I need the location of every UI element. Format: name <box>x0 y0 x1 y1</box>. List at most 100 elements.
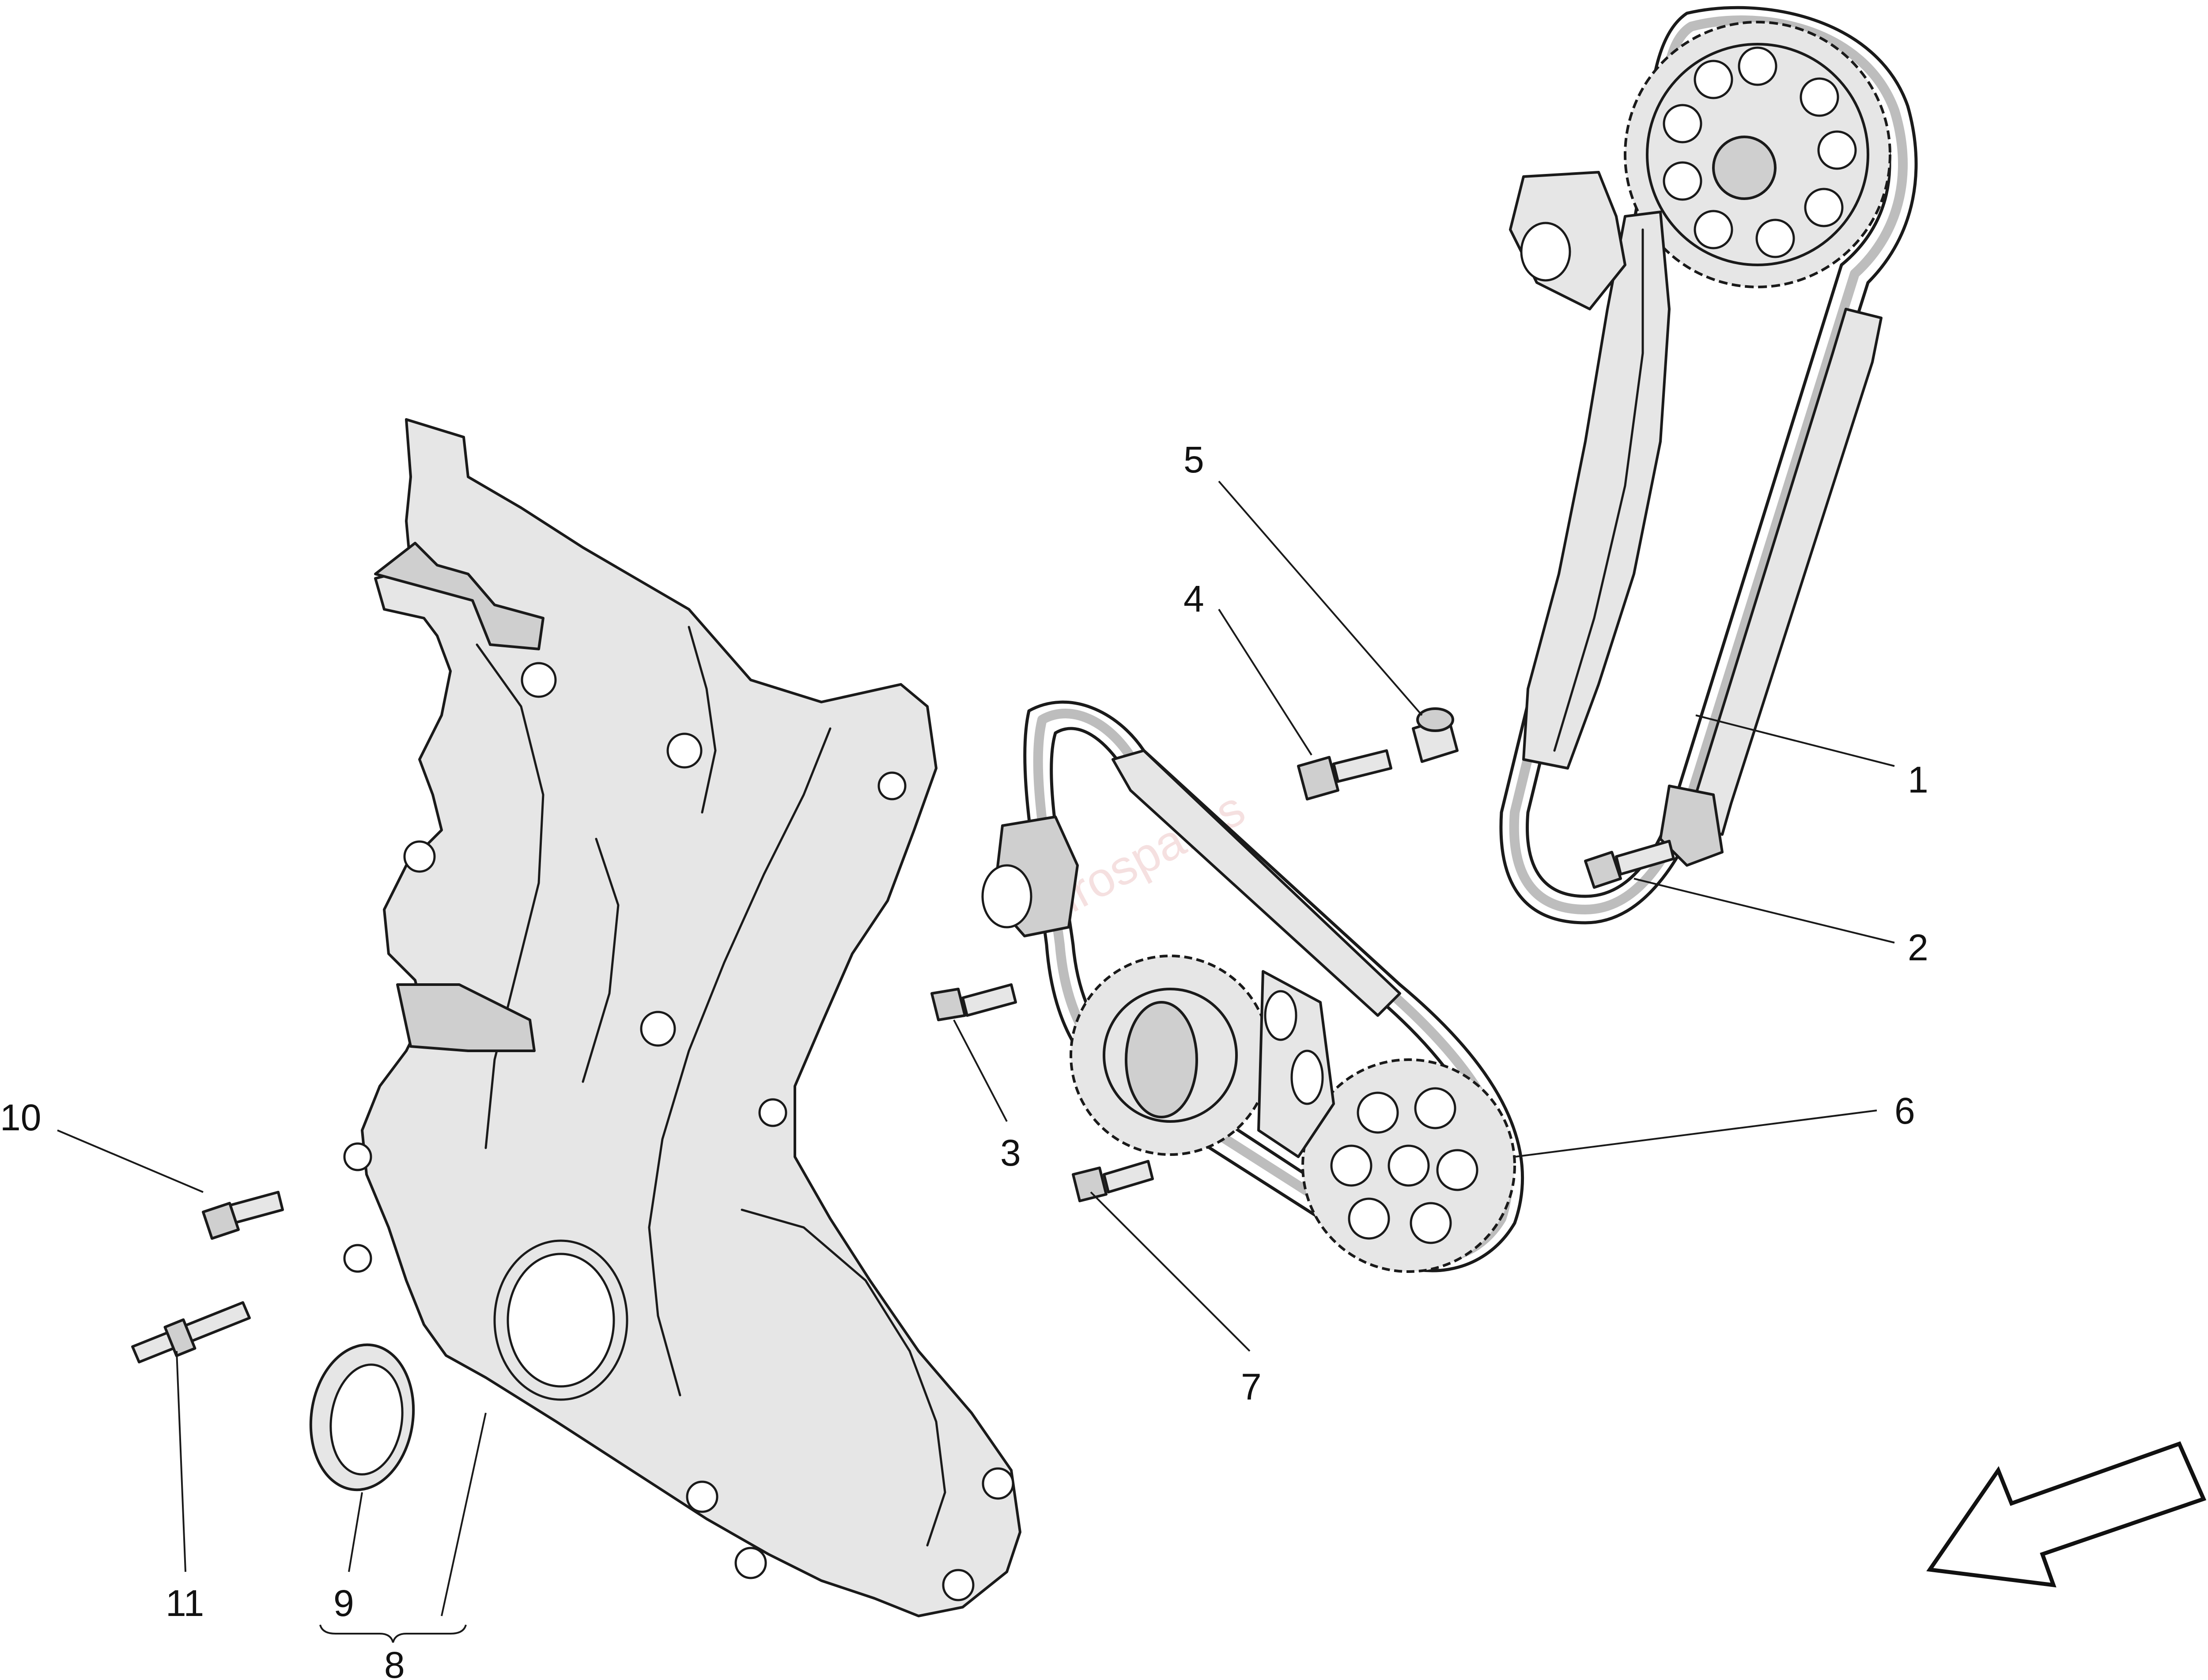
guide-bolt-head <box>1072 1167 1108 1202</box>
cam-sprocket-hole-6 <box>1694 210 1733 249</box>
callout-2: 2 <box>1908 927 1928 968</box>
leader-1 <box>1695 714 1895 767</box>
upper-tensioner-rail <box>1522 211 1671 770</box>
leader-8 <box>441 1412 487 1616</box>
upper-fixed-guide <box>1690 308 1883 836</box>
callout-3: 3 <box>1000 1132 1021 1174</box>
upper-tensioner-rail-edge <box>1553 228 1644 752</box>
crank-sprocket <box>1070 955 1271 1156</box>
timing-cover-side-boss <box>396 983 536 1052</box>
hydraulic-tensioner-oring <box>1520 222 1571 282</box>
leader-4 <box>1218 608 1312 756</box>
camshaft-sprocket <box>1624 21 1891 288</box>
timing-cover-crank-opening-rim <box>493 1239 628 1401</box>
callout-8: 8 <box>384 1644 405 1680</box>
callout-5: 5 <box>1183 439 1204 480</box>
oil-pump-sprocket <box>1301 1058 1516 1273</box>
cam-sprocket-hole-9 <box>1694 60 1733 99</box>
crankshaft-seal <box>309 1343 415 1491</box>
timing-cover-boss-l <box>343 1244 372 1273</box>
timing-cover-boss-i <box>877 771 907 800</box>
callout-9: 9 <box>333 1582 354 1624</box>
timing-cover-boss-e <box>686 1480 718 1513</box>
timing-cover-lower-lobe <box>741 1208 946 1547</box>
timing-cover-boss-a <box>521 662 557 698</box>
guide-plate-slot-1 <box>1264 990 1297 1041</box>
oil-pump-sprocket-hole-4 <box>1436 1149 1478 1191</box>
leader-2 <box>1633 878 1895 944</box>
timing-cover-boss-g <box>942 1569 975 1601</box>
oil-pump-sprocket-hole-6 <box>1348 1197 1390 1240</box>
seal-inner-ring <box>329 1363 404 1476</box>
callouts: 1 2 3 4 5 6 7 8 9 10 11 <box>0 439 1928 1680</box>
leader-10 <box>57 1129 204 1193</box>
upper-guide-bolt <box>1584 840 1675 889</box>
oil-pump-sprocket-hole-1 <box>1388 1144 1430 1187</box>
timing-cover-boss-c <box>666 732 703 769</box>
oil-pump-sprocket-hole-3 <box>1414 1087 1456 1129</box>
leader-3 <box>953 1019 1008 1122</box>
cover-bolt-head <box>202 1202 240 1240</box>
leader-9 <box>348 1492 363 1572</box>
cam-sprocket-hole-1 <box>1738 46 1777 86</box>
timing-cover-rib-2 <box>648 727 832 1397</box>
guide-plate-slot-2 <box>1290 1050 1324 1105</box>
timing-cover-rib-4 <box>582 838 620 1083</box>
guide-bolt <box>1072 1160 1154 1202</box>
upper-chain-assembly <box>1499 6 1918 925</box>
cover-bolt <box>202 1191 284 1240</box>
timing-cover <box>343 418 1021 1617</box>
callout-7: 7 <box>1241 1366 1262 1408</box>
cover-bolt-shank <box>228 1191 284 1224</box>
upper-guide-bracket <box>1659 785 1724 867</box>
timing-cover-boss-f <box>734 1547 767 1579</box>
timing-cover-top-bracket <box>374 542 544 650</box>
callout-11: 11 <box>166 1582 204 1624</box>
bracket-8 <box>319 1624 467 1643</box>
callout-6: 6 <box>1894 1090 1915 1132</box>
callout-10: 10 <box>0 1097 41 1138</box>
camshaft-sprocket-hub <box>1712 136 1777 200</box>
callout-4: 4 <box>1183 578 1204 619</box>
timing-cover-rib-3 <box>688 626 717 814</box>
oil-pump-sprocket-hole-7 <box>1330 1144 1372 1187</box>
cam-sprocket-hole-5 <box>1755 219 1795 258</box>
oil-pump-sprocket-hole-5 <box>1410 1202 1452 1244</box>
pivot-bolt <box>1297 749 1392 800</box>
leader-lines <box>57 480 1895 1643</box>
pivot-bolt-head <box>1297 756 1339 800</box>
crank-sprocket-bore <box>1125 1001 1198 1118</box>
lower-chain-assembly <box>981 700 1524 1273</box>
timing-cover-boss-j <box>758 1098 787 1127</box>
lower-tensioner-oring <box>981 864 1032 929</box>
upper-guide-bolt-shank <box>1615 840 1675 876</box>
leader-11 <box>176 1351 186 1572</box>
direction-arrow <box>1926 1441 2207 1588</box>
upper-guide-bolt-head <box>1584 851 1622 889</box>
stud-body <box>131 1301 251 1363</box>
timing-cover-boss-h <box>982 1467 1014 1500</box>
timing-cover-boss-b <box>640 1011 676 1047</box>
timing-cover-rib-1 <box>476 643 544 1149</box>
cam-sprocket-hole-3 <box>1817 130 1857 170</box>
pivot-bolt-shank <box>1332 749 1392 783</box>
pivot-spacer-end <box>1416 707 1454 732</box>
timing-cover-boss-k <box>343 1142 372 1171</box>
cam-sprocket-hole-4 <box>1804 188 1844 227</box>
guide-bolt-shank <box>1103 1160 1154 1193</box>
cam-sprocket-hole-7 <box>1663 161 1702 201</box>
cam-sprocket-hole-8 <box>1663 104 1702 143</box>
tensioner-bolt <box>930 983 1017 1021</box>
tensioner-bolt-shank <box>961 983 1017 1017</box>
stud <box>131 1301 251 1363</box>
callout-1: 1 <box>1908 759 1928 800</box>
leader-7 <box>1090 1191 1251 1352</box>
tensioner-bolt-head <box>930 988 966 1021</box>
leader-5 <box>1218 480 1423 716</box>
leader-6 <box>1514 1110 1877 1158</box>
stud-collar <box>163 1318 197 1357</box>
lower-guide-rail <box>1112 749 1401 1017</box>
oil-pump-sprocket-hole-2 <box>1357 1091 1399 1134</box>
cam-sprocket-hole-2 <box>1800 77 1839 117</box>
